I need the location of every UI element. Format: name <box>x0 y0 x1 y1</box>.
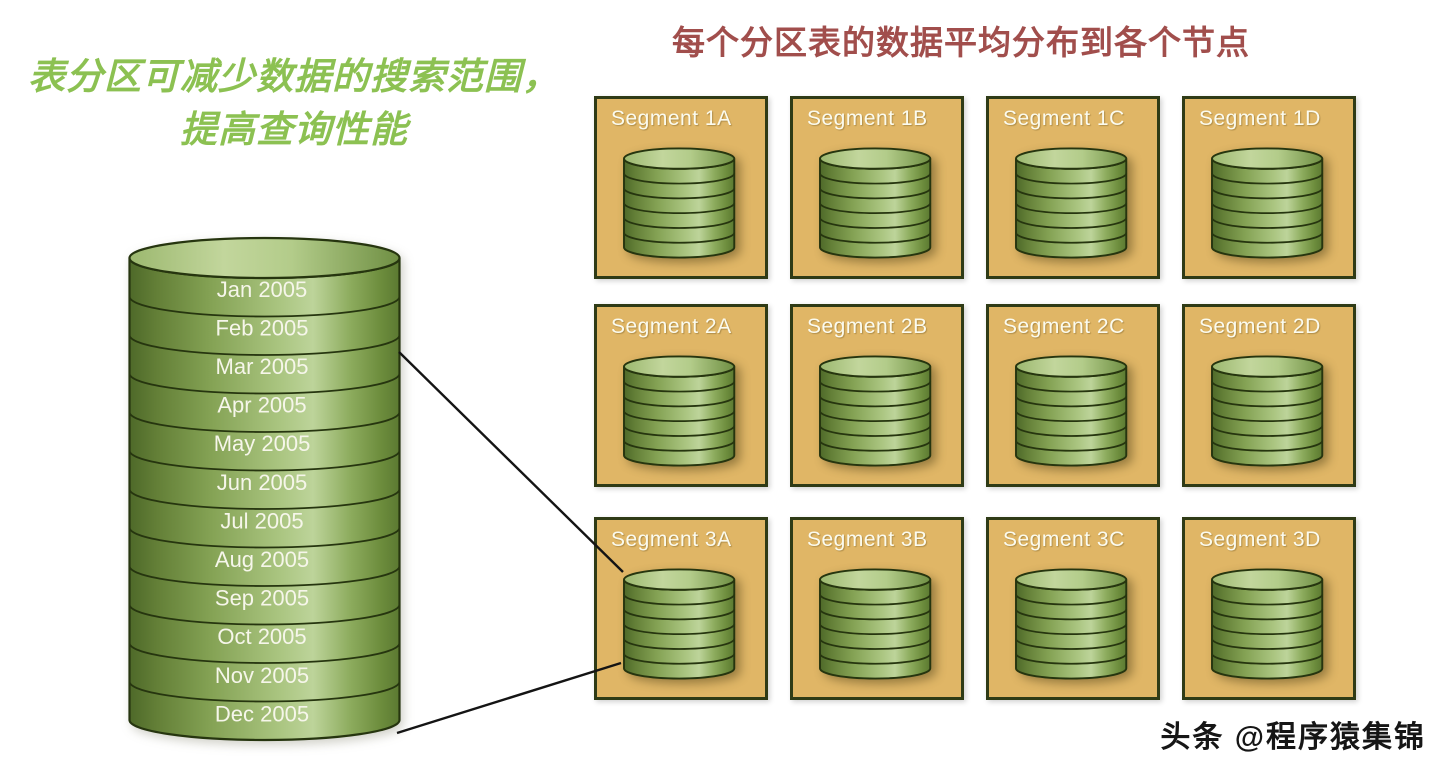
month-label: Jan 2005 <box>217 277 308 302</box>
segment-box-1a: Segment 1A <box>594 96 768 279</box>
database-cylinder-icon <box>1211 355 1324 467</box>
segment-box-1c: Segment 1C <box>986 96 1160 279</box>
segment-box-2b: Segment 2B <box>790 304 964 487</box>
month-label: Oct 2005 <box>217 624 306 649</box>
month-label: May 2005 <box>214 431 311 456</box>
database-cylinder-icon <box>1015 147 1128 259</box>
segment-box-2d: Segment 2D <box>1182 304 1356 487</box>
segment-box-2c: Segment 2C <box>986 304 1160 487</box>
segment-box-3d: Segment 3D <box>1182 517 1356 700</box>
month-label: Dec 2005 <box>215 701 309 726</box>
segment-box-3a: Segment 3A <box>594 517 768 700</box>
database-cylinder-icon <box>1015 568 1128 680</box>
month-label: Feb 2005 <box>216 315 309 340</box>
month-label: Aug 2005 <box>215 547 309 572</box>
database-cylinder-icon <box>1015 355 1128 467</box>
segment-label: Segment 2B <box>807 315 928 338</box>
segment-label: Segment 1D <box>1199 107 1321 130</box>
database-cylinder-icon <box>623 355 736 467</box>
segment-label: Segment 3A <box>611 528 732 551</box>
segment-label: Segment 2C <box>1003 315 1125 338</box>
month-label: Jul 2005 <box>220 508 303 533</box>
grid-title: 每个分区表的数据平均分布到各个节点 <box>672 24 1250 61</box>
database-cylinder-icon <box>1211 568 1324 680</box>
segment-label: Segment 2A <box>611 315 732 338</box>
segment-box-1d: Segment 1D <box>1182 96 1356 279</box>
month-label: Sep 2005 <box>215 586 309 611</box>
tagline-line-2: 提高查询性能 <box>180 109 408 150</box>
tagline-line-1: 表分区可减少数据的搜索范围， <box>28 56 560 97</box>
segment-box-3b: Segment 3B <box>790 517 964 700</box>
segment-box-1b: Segment 1B <box>790 96 964 279</box>
database-cylinder-icon <box>623 147 736 259</box>
connector-line-top <box>398 351 624 573</box>
database-cylinder-icon <box>819 355 932 467</box>
database-cylinder-icon <box>819 147 932 259</box>
month-label: Jun 2005 <box>217 470 308 495</box>
partition-table-cylinder: Jan 2005 Feb 2005 Mar 2005 Apr 2005 May … <box>128 236 401 742</box>
segment-label: Segment 3C <box>1003 528 1125 551</box>
watermark: 头条 @程序猿集锦 <box>1160 721 1426 754</box>
month-label: Mar 2005 <box>216 354 309 379</box>
segment-label: Segment 3B <box>807 528 928 551</box>
left-tagline: 表分区可减少数据的搜索范围， 提高查询性能 <box>8 50 580 156</box>
segment-label: Segment 2D <box>1199 315 1321 338</box>
month-label: Nov 2005 <box>215 663 309 688</box>
month-label: Apr 2005 <box>217 393 306 418</box>
database-cylinder-icon <box>1211 147 1324 259</box>
database-cylinder-icon <box>819 568 932 680</box>
database-cylinder-icon <box>623 568 736 680</box>
segment-label: Segment 3D <box>1199 528 1321 551</box>
segment-label: Segment 1A <box>611 107 732 130</box>
connector-line-bottom <box>396 661 622 735</box>
segment-label: Segment 1C <box>1003 107 1125 130</box>
segment-box-2a: Segment 2A <box>594 304 768 487</box>
segment-label: Segment 1B <box>807 107 928 130</box>
segment-box-3c: Segment 3C <box>986 517 1160 700</box>
